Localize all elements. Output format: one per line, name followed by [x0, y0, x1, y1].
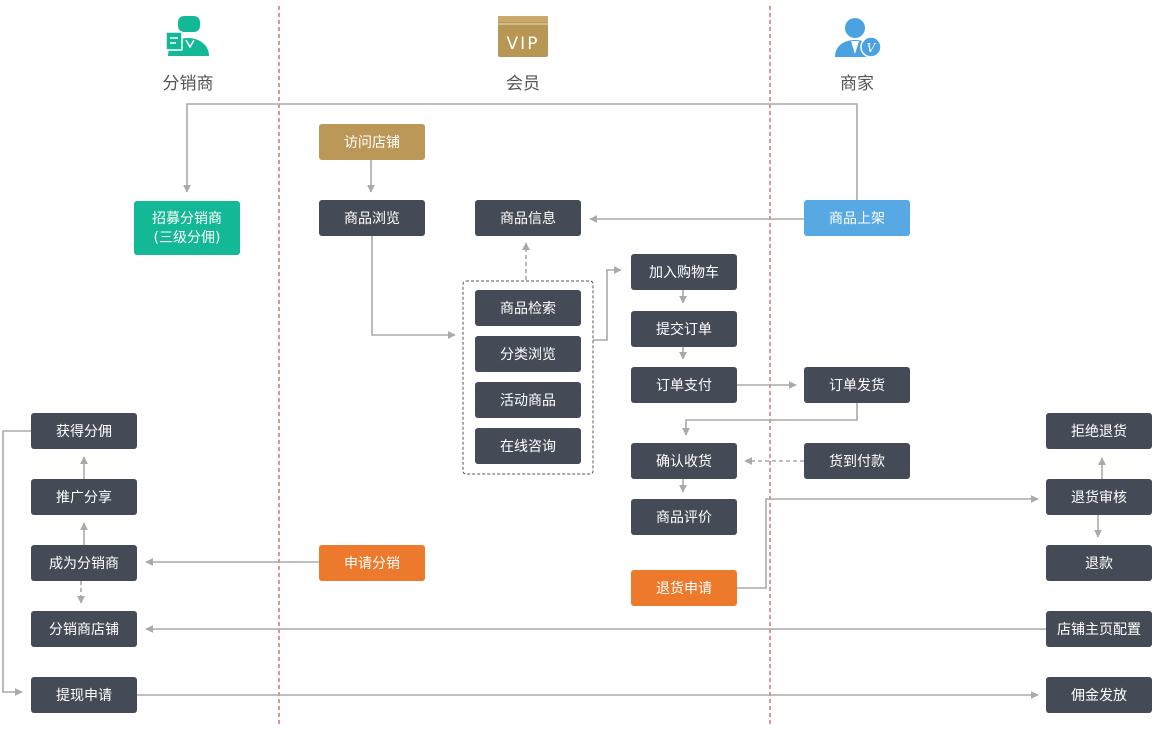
node-promo-products[interactable]: 活动商品 [475, 382, 581, 418]
connector-return-to-review [737, 495, 1039, 589]
node-earn-commission[interactable]: 获得分佣 [31, 413, 137, 449]
node-recruit-distributor-sublabel: (三级分佣) [154, 230, 221, 246]
node-withdrawal-request[interactable]: 提现申请 [31, 677, 137, 713]
node-online-consult[interactable]: 在线咨询 [475, 428, 581, 464]
node-add-to-cart-label: 加入购物车 [649, 264, 719, 281]
lane-label-distributor: 分销商 [163, 74, 214, 94]
node-submit-order-label: 提交订单 [656, 321, 712, 338]
node-commission-payout[interactable]: 佣金发放 [1046, 677, 1152, 713]
node-confirm-receipt[interactable]: 确认收货 [631, 443, 737, 479]
node-promo-products-label: 活动商品 [500, 393, 556, 409]
node-promote-share[interactable]: 推广分享 [31, 479, 137, 515]
node-product-search-label: 商品检索 [500, 300, 556, 317]
node-visit-store[interactable]: 访问店铺 [319, 124, 425, 160]
lane-label-member: 会员 [506, 74, 540, 94]
connector-ship-to-confirm [682, 403, 858, 436]
node-recruit-distributor-label: 招募分销商 [152, 211, 222, 227]
node-return-review[interactable]: 退货审核 [1046, 479, 1152, 515]
node-distributor-store-label: 分销商店铺 [49, 622, 119, 638]
node-distributor-store[interactable]: 分销商店铺 [31, 611, 137, 647]
node-product-info[interactable]: 商品信息 [475, 200, 581, 236]
node-cash-on-delivery[interactable]: 货到付款 [804, 443, 910, 479]
node-product-info-label: 商品信息 [500, 210, 556, 227]
node-refund-label: 退款 [1085, 556, 1113, 572]
node-reject-return-label: 拒绝退货 [1071, 423, 1127, 440]
lane-label-merchant: 商家 [840, 74, 874, 94]
browse-options-group [462, 280, 594, 475]
node-product-listing[interactable]: 商品上架 [804, 200, 910, 236]
node-promote-share-label: 推广分享 [56, 489, 112, 506]
node-category-browse[interactable]: 分类浏览 [475, 336, 581, 372]
node-online-consult-label: 在线咨询 [500, 439, 556, 455]
node-return-request[interactable]: 退货申请 [631, 570, 737, 606]
node-order-shipping[interactable]: 订单发货 [804, 367, 910, 403]
node-order-payment-label: 订单支付 [656, 378, 712, 394]
node-become-distributor-label: 成为分销商 [49, 556, 119, 572]
node-store-homepage-config-label: 店铺主页配置 [1057, 622, 1141, 638]
node-product-browse-label: 商品浏览 [344, 211, 400, 227]
node-add-to-cart[interactable]: 加入购物车 [631, 254, 737, 290]
node-recruit-distributor[interactable]: 招募分销商 (三级分佣) [134, 201, 240, 255]
connectors [2, 103, 1106, 699]
node-commission-payout-label: 佣金发放 [1071, 688, 1127, 704]
connector-browse-to-group [371, 236, 456, 339]
connector-merchant-to-recruit [183, 103, 858, 201]
node-refund[interactable]: 退款 [1046, 545, 1152, 581]
node-order-shipping-label: 订单发货 [829, 377, 885, 394]
node-submit-order[interactable]: 提交订单 [631, 311, 737, 347]
node-product-review-label: 商品评价 [656, 510, 712, 526]
node-return-review-label: 退货审核 [1071, 489, 1127, 506]
node-product-search[interactable]: 商品检索 [475, 290, 581, 326]
node-store-homepage-config[interactable]: 店铺主页配置 [1046, 611, 1152, 647]
node-product-browse[interactable]: 商品浏览 [319, 200, 425, 236]
node-become-distributor[interactable]: 成为分销商 [31, 545, 137, 581]
node-apply-distribution-label: 申请分销 [344, 556, 400, 572]
node-product-review[interactable]: 商品评价 [631, 499, 737, 535]
distributor-person-icon [165, 16, 209, 56]
node-apply-distribution[interactable]: 申请分销 [319, 545, 425, 581]
node-product-listing-label: 商品上架 [829, 211, 885, 227]
vip-badge-text: VIP [507, 34, 540, 54]
node-visit-store-label: 访问店铺 [344, 135, 400, 151]
node-withdrawal-request-label: 提现申请 [56, 688, 112, 704]
node-cash-on-delivery-label: 货到付款 [829, 453, 885, 470]
node-return-request-label: 退货申请 [656, 580, 712, 597]
merchant-badge-text: V [867, 41, 877, 55]
node-earn-commission-label: 获得分佣 [56, 423, 112, 440]
vip-card-icon: VIP [498, 16, 548, 57]
node-confirm-receipt-label: 确认收货 [656, 453, 712, 470]
node-reject-return[interactable]: 拒绝退货 [1046, 413, 1152, 449]
node-category-browse-label: 分类浏览 [500, 347, 556, 363]
connector-earn-to-withdraw [2, 430, 31, 696]
merchant-vip-person-icon: V [835, 18, 882, 58]
connector-group-to-cart [593, 266, 622, 341]
node-order-payment[interactable]: 订单支付 [631, 367, 737, 403]
